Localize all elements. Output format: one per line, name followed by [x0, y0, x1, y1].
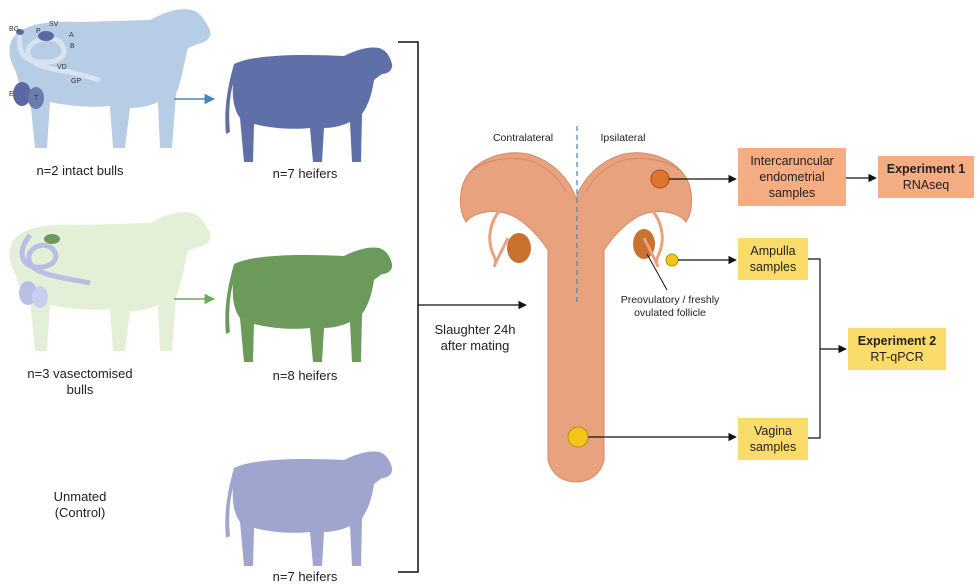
control-heifers-label: n=7 heifers: [272, 569, 338, 584]
experiment2-box: Experiment 2 RT-qPCR: [848, 328, 946, 370]
control-label-line1: Unmated: [53, 489, 107, 504]
contralateral-label: Contralateral: [492, 132, 554, 144]
groups-bracket: [398, 41, 419, 573]
endometrium-sample-site: [650, 169, 670, 189]
ampulla-samples-box: Ampulla samples: [738, 238, 808, 280]
ampulla-line1: Ampulla: [750, 244, 796, 258]
vasectomised-bulls-label: n=3 vasectomised bulls: [0, 366, 160, 398]
control-label: Unmated (Control): [0, 489, 160, 521]
intact-group-heifer-illustration: [225, 47, 393, 163]
ampulla-line2: samples: [749, 260, 797, 274]
follicle-label-line2: ovulated follicle: [634, 307, 706, 319]
intercaruncular-samples-box: Intercaruncular endometrial samples: [738, 148, 846, 206]
exp2-bracket: [808, 258, 821, 439]
vasectomised-bull-illustration: [9, 212, 211, 351]
experiment1-title: Experiment 1: [886, 162, 966, 176]
vasectomised-heifers-label: n=8 heifers: [272, 368, 338, 383]
anatomy-label-e: E: [9, 91, 14, 98]
intact-heifers-label: n=7 heifers: [272, 166, 338, 181]
anatomy-label-sv: SV: [49, 21, 59, 28]
ampulla-sample-site: [665, 253, 679, 267]
intercaruncular-line1: Intercaruncular: [750, 154, 834, 168]
uterus-illustration: [460, 152, 692, 483]
contralateral-ovary: [507, 233, 531, 263]
anatomy-label-gp: GP: [71, 78, 81, 85]
vasectomised-bulls-label-line2: bulls: [66, 382, 94, 397]
anatomy-label-a: A: [69, 32, 74, 39]
experiment2-title: Experiment 2: [857, 334, 937, 348]
anatomy-label-p: P: [36, 28, 41, 35]
experiment1-method: RNAseq: [902, 178, 950, 192]
vasectomised-group-heifer-illustration: [225, 247, 393, 362]
ipsilateral-label: Ipsilateral: [600, 132, 646, 144]
vasectomised-bulls-label-line1: n=3 vasectomised: [27, 366, 133, 381]
anatomy-label-b: B: [70, 43, 75, 50]
vagina-line1: Vagina: [754, 424, 792, 438]
control-label-line2: (Control): [54, 505, 106, 520]
slaughter-label-line2: after mating: [440, 338, 510, 353]
vagina-line2: samples: [749, 440, 797, 454]
experiment2-method: RT-qPCR: [870, 350, 924, 364]
slaughter-label-line1: Slaughter 24h: [434, 322, 516, 337]
anatomy-label-t: T: [34, 95, 39, 102]
follicle-label: Preovulatory / freshly ovulated follicle: [600, 294, 740, 320]
anatomy-label-bg: BG: [9, 26, 19, 33]
anatomy-label-vd: VD: [57, 64, 67, 71]
intercaruncular-line2: endometrial: [759, 170, 825, 184]
vagina-sample-site: [567, 426, 589, 448]
bull-anatomy-labels: BG SV P A B VD GP E T: [9, 21, 81, 102]
follicle-label-line1: Preovulatory / freshly: [620, 294, 720, 306]
intact-bull-illustration: [9, 9, 211, 149]
follicle-pointer: [646, 253, 668, 291]
vagina-samples-box: Vagina samples: [738, 418, 808, 460]
intercaruncular-line3: samples: [768, 186, 816, 200]
control-group-heifer-illustration: [225, 451, 393, 566]
slaughter-label: Slaughter 24h after mating: [420, 322, 530, 354]
intact-bulls-label: n=2 intact bulls: [36, 163, 124, 178]
experiment1-box: Experiment 1 RNAseq: [878, 156, 974, 198]
